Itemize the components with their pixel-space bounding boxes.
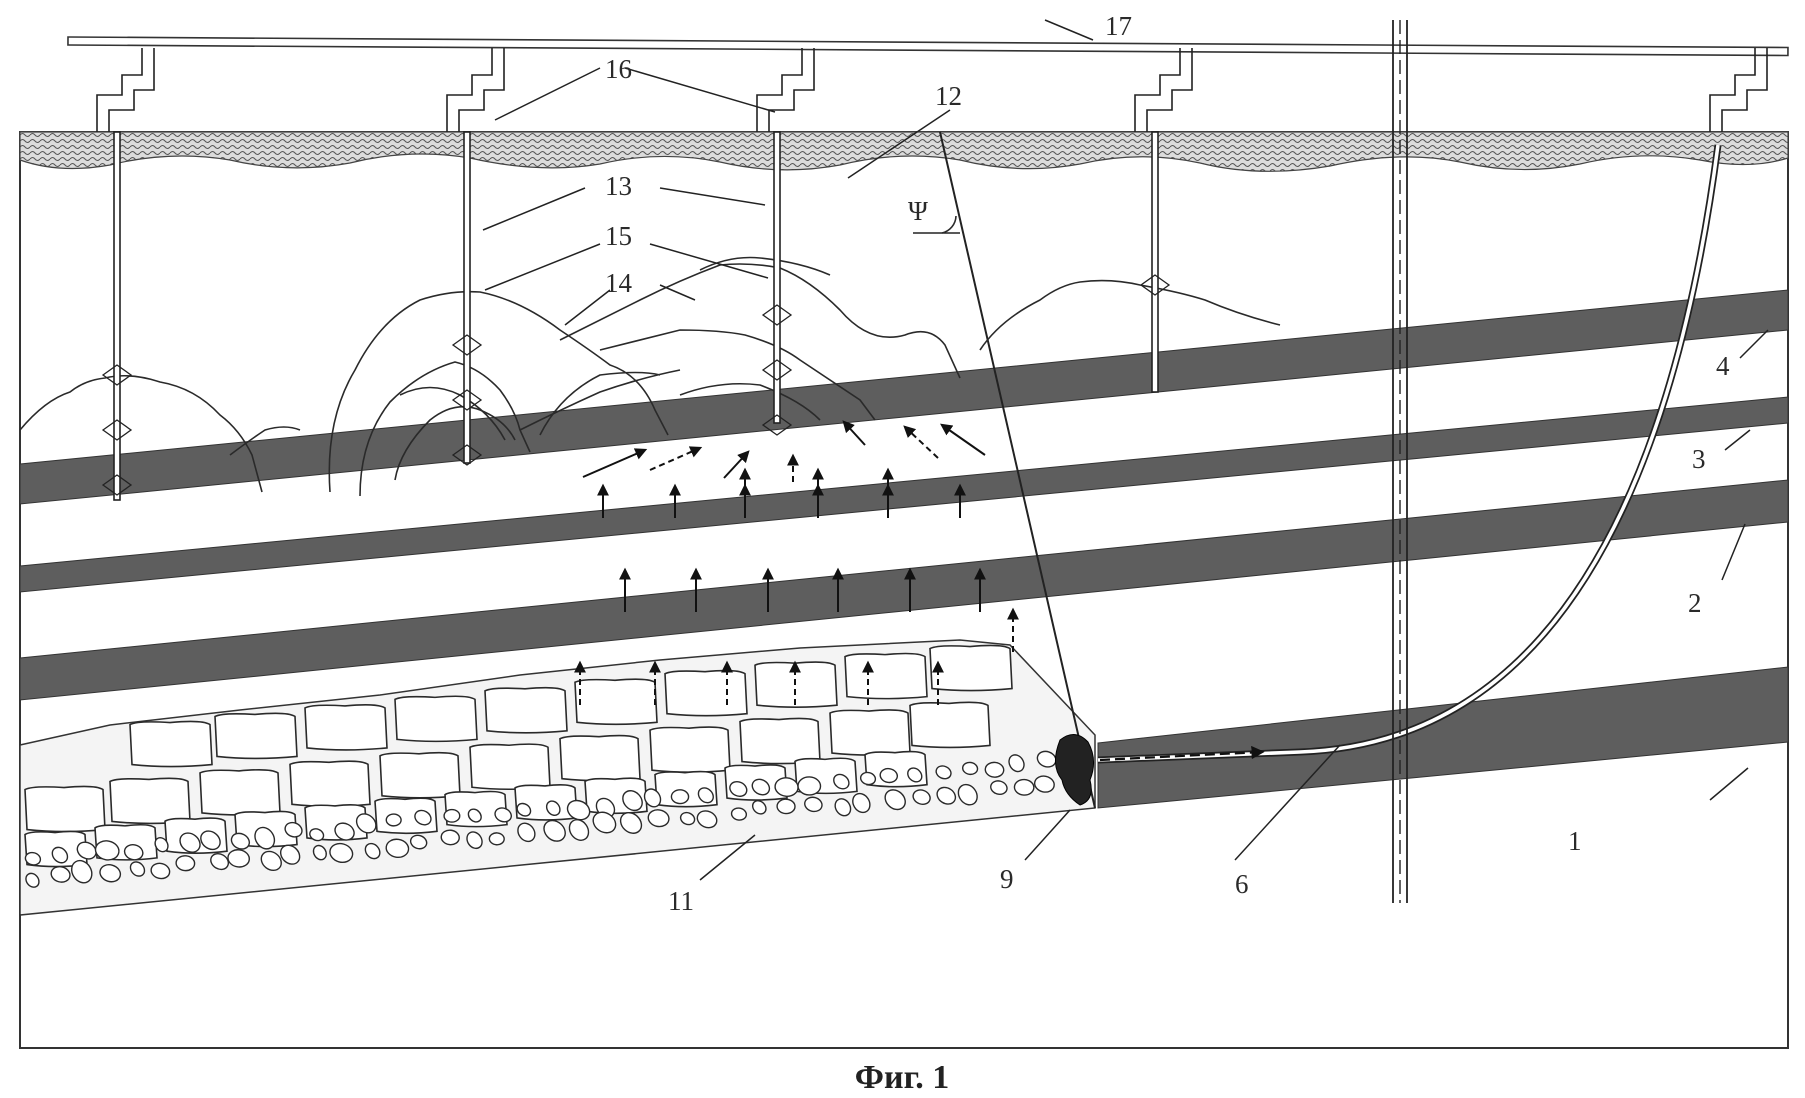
degas-well [1152,132,1158,392]
rock-block [665,671,747,716]
surface-pipeline [68,37,1788,56]
rubble-piece [489,832,505,845]
rock-block [395,696,477,741]
rock-block [380,753,460,798]
rock-block [130,721,212,766]
rubble-piece [798,777,821,796]
rock-block [845,654,927,699]
wellhead-pipe [1722,48,1767,132]
rubble-piece [386,814,401,826]
label-3: 3 [1692,444,1706,474]
figure-caption: Фиг. 1 [855,1059,949,1096]
wellhead-pipe [109,48,154,132]
label-13: 13 [605,171,632,201]
rubble-piece [444,810,460,823]
rubble-piece [671,790,688,804]
rock-block [485,688,567,733]
label-6: 6 [1235,869,1249,899]
label-17: 17 [1105,11,1132,41]
wellhead-pipe [769,48,814,132]
label-1: 1 [1568,826,1582,856]
label-9: 9 [1000,864,1014,894]
label-12: 12 [935,81,962,111]
rock-block [930,645,1012,690]
rock-block [215,713,297,758]
rubble-piece [1014,779,1034,796]
rubble-piece [777,799,795,814]
rock-block [910,702,990,747]
rock-block [25,786,105,831]
rock-block [200,770,280,815]
rock-block [470,744,550,789]
rock-block [740,718,820,763]
rock-block [305,705,387,750]
rock-block [830,710,910,755]
label-2: 2 [1688,588,1702,618]
degas-well [464,132,470,463]
psi-symbol: Ψ [908,196,928,226]
rock-block [110,778,190,823]
label-4: 4 [1716,351,1730,381]
rock-block [650,727,730,772]
label-11: 11 [668,886,694,916]
label-15: 15 [605,221,632,251]
degas-well [114,132,120,500]
label-14: 14 [605,268,633,298]
label-16: 16 [605,54,632,84]
wellhead-pipe [1147,48,1192,132]
rock-block [560,736,640,781]
rock-block [575,679,657,724]
rock-block [290,761,370,806]
